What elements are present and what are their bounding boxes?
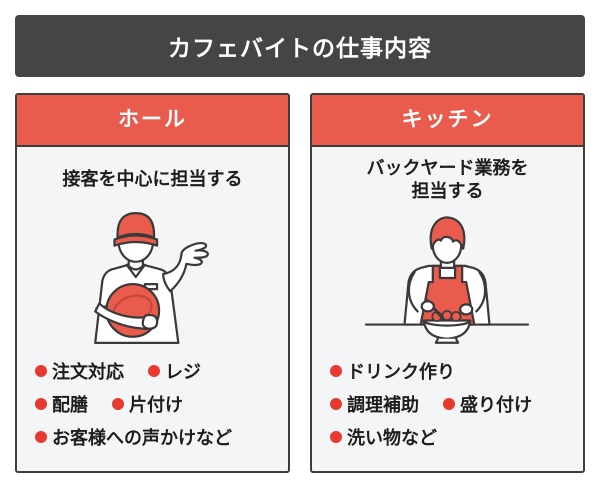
duty-item: ドリンク作り xyxy=(330,358,455,384)
bullet-dot-icon xyxy=(148,365,160,377)
card-kitchen: キッチン バックヤード業務を 担当する xyxy=(310,93,585,473)
description-line: 担当する xyxy=(411,181,484,201)
waiter-icon xyxy=(17,207,288,345)
card-kitchen-description: バックヤード業務を 担当する xyxy=(312,153,583,207)
bullet-dot-icon xyxy=(35,431,47,443)
duty-item: 盛り付け xyxy=(443,391,532,417)
description-line: 接客を中心に担当する xyxy=(62,169,243,190)
duty-label: 配膳 xyxy=(52,395,88,415)
duty-label: 片付け xyxy=(129,395,183,415)
bullet-dot-icon xyxy=(330,398,342,410)
duty-item: 洗い物など xyxy=(330,424,437,450)
card-hall-body: 接客を中心に担当する xyxy=(17,147,288,471)
bullet-dot-icon xyxy=(112,398,124,410)
bullet-dot-icon xyxy=(35,365,47,377)
card-hall-description: 接客を中心に担当する xyxy=(17,153,288,207)
bullet-dot-icon xyxy=(330,431,342,443)
duty-label: お客様への声かけなど xyxy=(52,428,232,448)
duty-item: 注文対応 xyxy=(35,358,124,384)
card-hall-title: ホール xyxy=(17,95,288,147)
bullet-dot-icon xyxy=(35,398,47,410)
duty-item: 配膳 xyxy=(35,391,88,417)
description-line: バックヤード業務を xyxy=(366,157,529,178)
bullet-dot-icon xyxy=(443,398,455,410)
duty-label: ドリンク作り xyxy=(347,362,455,382)
duty-row: 注文対応 レジ xyxy=(35,358,274,384)
duty-label: 盛り付け xyxy=(460,395,532,415)
duty-label: 注文対応 xyxy=(52,362,124,382)
card-kitchen-title: キッチン xyxy=(312,95,583,147)
card-kitchen-duty-list: ドリンク作り 調理補助 盛り付け 洗い物など xyxy=(312,358,583,457)
duty-label: レジ xyxy=(165,362,201,382)
duty-row: お客様への声かけなど xyxy=(35,424,274,450)
duty-label: 調理補助 xyxy=(347,395,419,415)
duty-row: 洗い物など xyxy=(330,424,569,450)
cards-container: ホール 接客を中心に担当する xyxy=(15,93,585,473)
duty-item: レジ xyxy=(148,358,201,384)
bullet-dot-icon xyxy=(330,365,342,377)
duty-row: 配膳 片付け xyxy=(35,391,274,417)
duty-item: 片付け xyxy=(112,391,183,417)
duty-item: お客様への声かけなど xyxy=(35,424,232,450)
duty-label: 洗い物など xyxy=(347,428,437,448)
duty-row: ドリンク作り xyxy=(330,358,569,384)
cook-icon xyxy=(312,207,583,345)
card-kitchen-body: バックヤード業務を 担当する xyxy=(312,147,583,471)
card-hall-duty-list: 注文対応 レジ 配膳 片付け お客様への声かけなど xyxy=(17,358,288,457)
duty-row: 調理補助 盛り付け xyxy=(330,391,569,417)
page-title: カフェバイトの仕事内容 xyxy=(15,15,585,77)
duty-item: 調理補助 xyxy=(330,391,419,417)
card-hall: ホール 接客を中心に担当する xyxy=(15,93,290,473)
